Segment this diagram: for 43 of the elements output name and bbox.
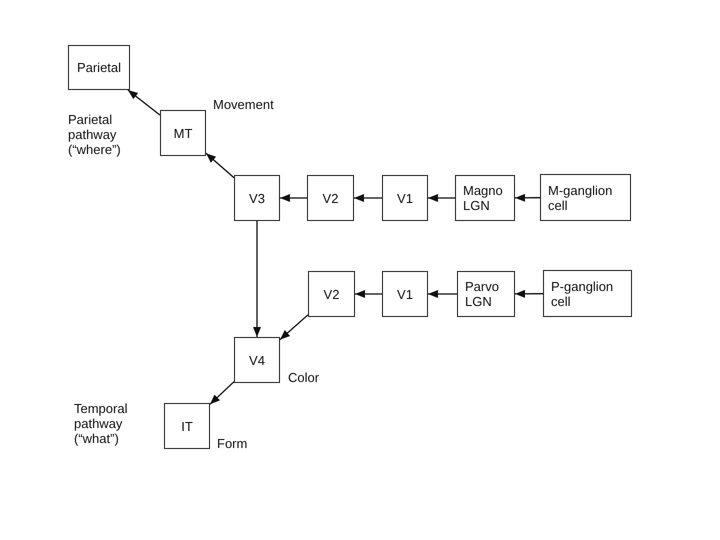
- process-box: [234, 337, 280, 383]
- arrow: [253, 221, 261, 337]
- node-label: V3: [249, 190, 265, 206]
- process-box: [234, 175, 280, 221]
- arrow: [428, 290, 457, 298]
- arrow: [128, 89, 160, 116]
- arrow: [280, 194, 307, 202]
- arrow: [206, 152, 234, 178]
- node-label: M-ganglion cell: [548, 182, 614, 212]
- arrow: [354, 194, 382, 202]
- node-label: MT: [174, 126, 192, 140]
- node-label: V2: [322, 190, 338, 206]
- node-label: Parietal: [76, 60, 122, 75]
- process-box: [457, 271, 515, 317]
- process-box: [382, 175, 428, 221]
- node-label: V4: [249, 352, 265, 368]
- pathway-label: Temporal pathway (“what”): [74, 401, 128, 446]
- process-box: [164, 403, 210, 449]
- node-label: IT: [181, 418, 193, 434]
- arrow: [280, 314, 308, 340]
- process-box: [540, 174, 631, 221]
- node-label: Parvo LGN: [465, 279, 500, 309]
- node-label: Magno LGN: [463, 183, 504, 213]
- annotation-text: Form: [217, 436, 248, 451]
- pathway-label: Parietal pathway (“where”): [68, 112, 122, 157]
- arrow: [428, 194, 455, 202]
- process-box: [307, 175, 354, 221]
- process-box: [68, 45, 130, 90]
- arrow: [515, 194, 540, 202]
- node-label: V1: [397, 190, 413, 206]
- arrow: [210, 381, 234, 405]
- node-label: P-ganglion cell: [551, 278, 614, 308]
- node-label: V1: [397, 286, 413, 302]
- process-box: [543, 270, 632, 317]
- process-box: [455, 175, 515, 221]
- node-label: V2: [324, 286, 340, 302]
- arrow: [355, 290, 382, 298]
- process-box: [382, 271, 428, 317]
- annotation-text: Color: [288, 370, 320, 385]
- annotation-text: Movement: [213, 97, 274, 112]
- arrow: [515, 290, 543, 298]
- process-box: [308, 271, 355, 317]
- process-box: [160, 110, 206, 156]
